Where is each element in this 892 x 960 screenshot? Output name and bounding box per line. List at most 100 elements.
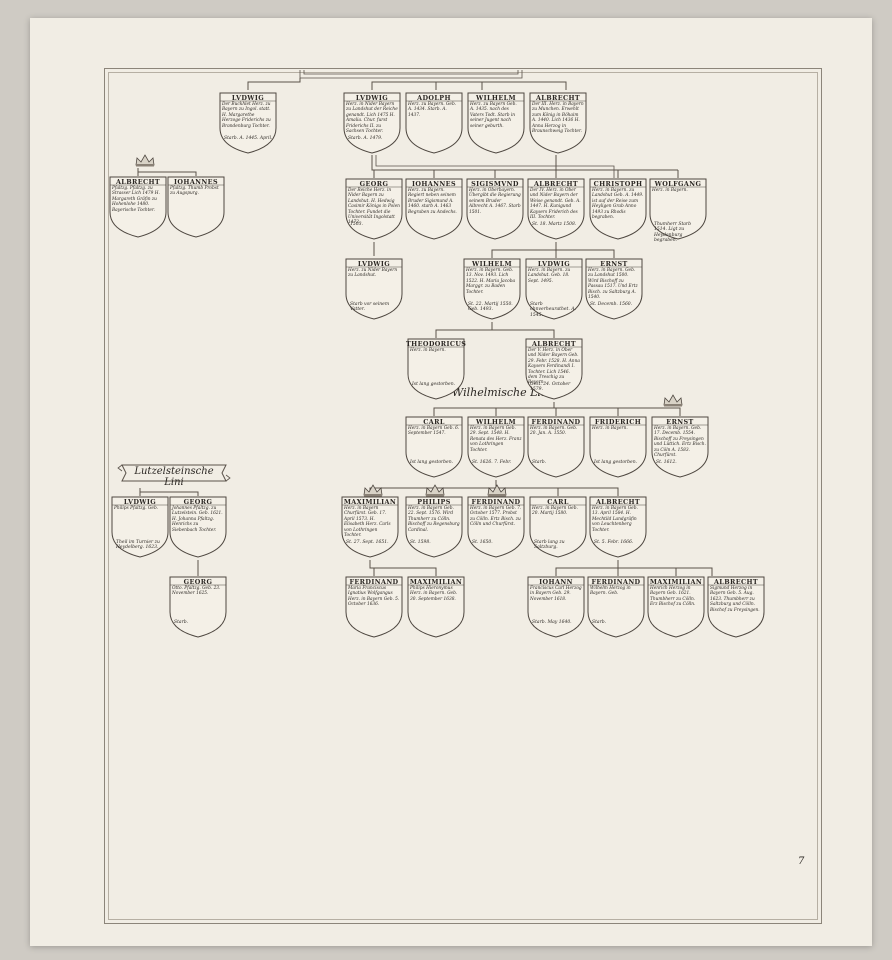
person-name: ALBRECHT (713, 578, 759, 586)
person-name: PHILIPS (417, 498, 451, 506)
shield-outline-icon (527, 178, 585, 240)
person-note: Theil im Turnier zu Heydelberg. 1623. (116, 540, 160, 551)
shield-outline-icon (649, 178, 707, 240)
person-description: Herz. in Oberbayern. Übergibt die Regier… (469, 188, 521, 215)
person-description: Herz. in Bayern. (652, 188, 688, 193)
person-name: LVDWIG (537, 260, 571, 268)
person-description: Franciscus Carl Herzog in Bayern Geb. 29… (530, 586, 582, 602)
shield-outline-icon (405, 92, 463, 154)
person-note: Starb. A. 1479. (348, 136, 383, 141)
shield-outline-icon (466, 178, 524, 240)
person-description: Herz. in Bayern. zu Landshut. Geb. 18. S… (528, 268, 571, 284)
shield-outline-icon (589, 496, 647, 558)
person-name: ALBRECHT (533, 180, 579, 188)
person-description: Herz. in Bayern. Geb. 20. Jan. A. 1550. (530, 426, 578, 437)
person-name: FERDINAND (349, 578, 399, 586)
page-number: 7 (798, 856, 805, 867)
person-description: Johannes Pfaltzg. zu Lutzelstein. Geb. 1… (172, 506, 223, 533)
person-note: St. 22. Martij 1550. Geb. 1493. (468, 302, 513, 313)
shield-outline-icon (167, 176, 225, 238)
shield-outline-icon (707, 576, 765, 638)
person-name: ALBRECHT (115, 178, 161, 186)
shield-outline-icon (529, 496, 587, 558)
shield-outline-icon (341, 496, 399, 558)
person-name: FERDINAND (591, 578, 641, 586)
person-name: FRIDERICH (594, 418, 642, 426)
banner-label: Lutzelsteinsche Lini (134, 466, 214, 488)
person-description: Herz. zu Bayern. Regiert neben seinem Br… (408, 188, 457, 215)
person-note: Starb. A. 1445. April. (224, 136, 273, 141)
person-description: Herz. in Bayern Geb. 7. October 1577. Pr… (470, 506, 522, 528)
person-description: Herz. in Bayern. Geb. 13. Nov. 1493. Lic… (466, 268, 516, 295)
person-description: Philips Pfaltzg. Geb. (114, 506, 159, 511)
shield-outline-icon (585, 258, 643, 320)
crown-ferdinand-2-icon (486, 482, 508, 497)
person-description: Der IV. Herz. in Ober und Nider Bayern d… (530, 188, 581, 221)
shield-outline-icon (467, 92, 525, 154)
person-description: Herz. zu Nider Bayern zu Landshut. (348, 268, 398, 279)
person-name: GEORG (183, 498, 213, 506)
person-description: Philips Hieronymus Herz. in Bayern. Geb.… (410, 586, 458, 602)
shield-outline-icon (109, 176, 167, 238)
person-description: Herz. in Bayern Churfürst. Geb. 17. Apri… (344, 506, 391, 539)
shield-outline-icon (463, 258, 521, 320)
person-name: GEORG (183, 578, 213, 586)
shield-outline-icon (589, 178, 647, 240)
crown-ernst-2-icon (662, 392, 684, 407)
person-name: LVDWIG (357, 260, 391, 268)
person-name: IOHANNES (174, 178, 218, 186)
person-name: MAXIMILIAN (343, 498, 397, 506)
person-name: MAXIMILIAN (649, 578, 703, 586)
shield-outline-icon (219, 92, 277, 154)
plate-border-outer (104, 68, 822, 924)
shield-outline-icon (407, 576, 465, 638)
person-name: ALBRECHT (531, 340, 577, 348)
person-note: Gest. 24. October 1579. (530, 382, 571, 393)
person-description: Wilhelm Herzog in Bayern. Geb. (590, 586, 631, 597)
person-note: St. 1626. 7. Febr. (472, 460, 512, 465)
shield-outline-icon (345, 178, 403, 240)
person-note: Starb vor seinem Vatter. (350, 302, 390, 313)
person-note: Starb. (592, 620, 607, 625)
person-description: Herz. in Bayern. (410, 348, 446, 353)
shield-outline-icon (587, 576, 645, 638)
person-description: Der V. Herz. in Ober und Nider Bayern Ge… (528, 348, 580, 386)
person-note: St. 18. Martz 1508. (532, 222, 577, 227)
person-name: IOHANNES (412, 180, 456, 188)
crown-albrecht-2-icon (134, 152, 156, 167)
person-name: LVDWIG (355, 94, 389, 102)
person-name: LVDWIG (123, 498, 157, 506)
person-name: LVDWIG (231, 94, 265, 102)
shield-outline-icon (589, 416, 647, 478)
person-name: ERNST (666, 418, 694, 426)
person-note: Ist lang gestorben. (412, 382, 456, 387)
shield-outline-icon (111, 496, 169, 558)
shield-outline-icon (405, 416, 463, 478)
person-description: Herz. in Bayern. Geb. zu Landshut 1500. … (588, 268, 638, 301)
person-note: St. Decemb. 1560. (590, 302, 633, 307)
person-name: WILHELM (476, 94, 516, 102)
person-description: Pfaltzg. Pfaltzg. zu Strasser Lich 1479 … (112, 186, 160, 213)
person-name: FERDINAND (531, 418, 581, 426)
shield-outline-icon (169, 496, 227, 558)
